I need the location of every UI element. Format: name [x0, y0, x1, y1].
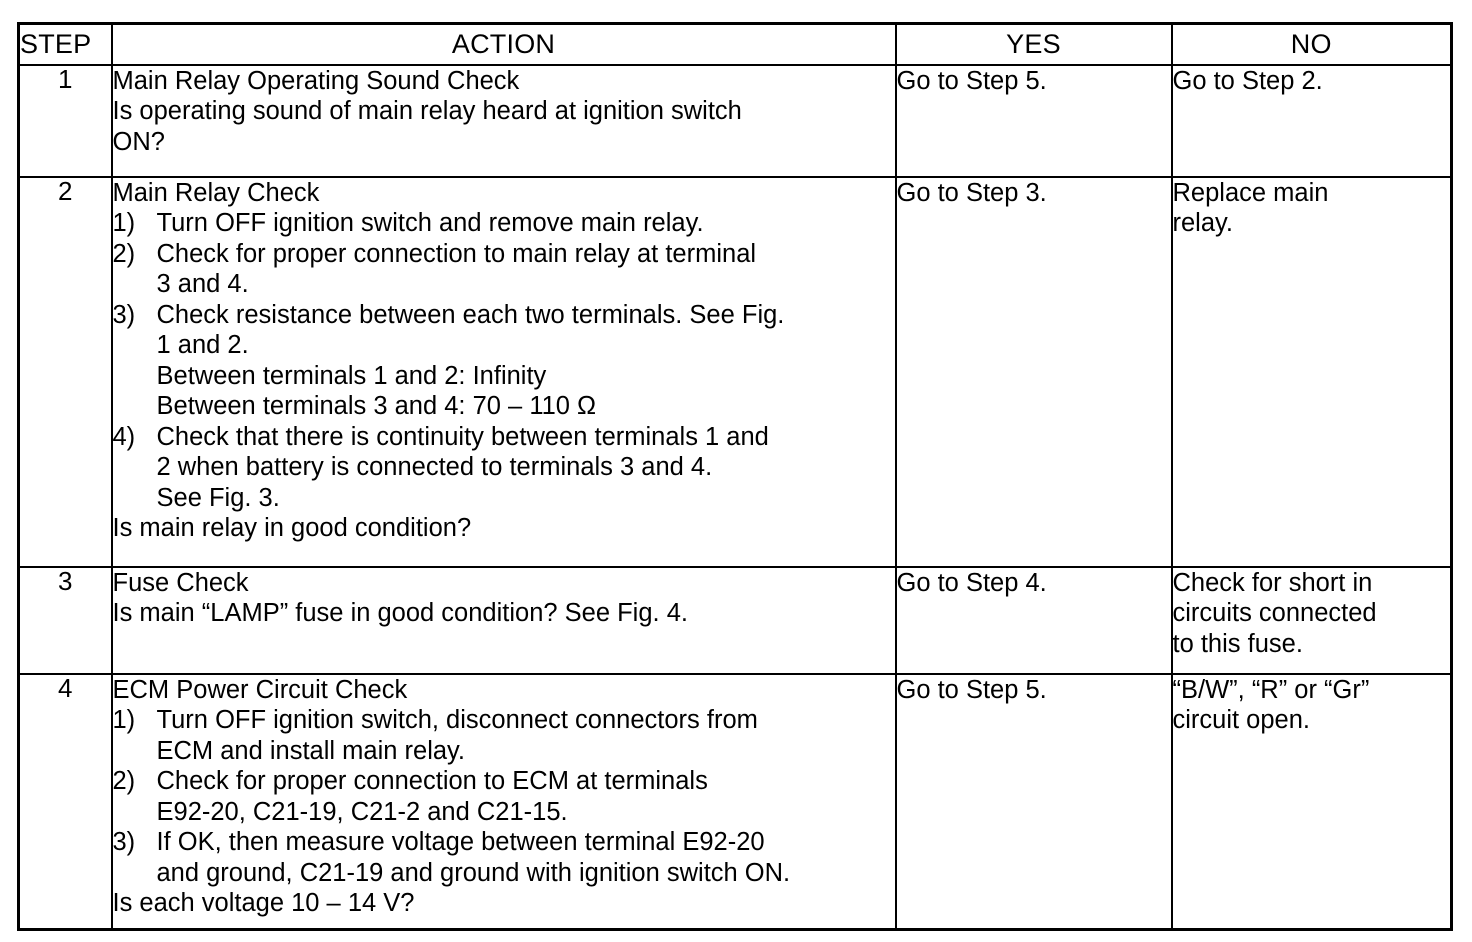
yes-cell: Go to Step 5. [894, 672, 1173, 931]
no-cell: Go to Step 2. [1170, 63, 1453, 178]
item-continuation: and ground, C21-19 and ground with ignit… [156, 858, 791, 887]
yes-text: Go to Step 5. [896, 66, 1047, 95]
action-cell: Main Relay Operating Sound Check Is oper… [110, 63, 897, 178]
item-text: Check for proper connection to ECM at te… [156, 767, 708, 795]
table-row: 3 Fuse Check Is main “LAMP” fuse in good… [17, 565, 1453, 675]
no-text: Replace main [1172, 178, 1329, 207]
action-cell: Fuse Check Is main “LAMP” fuse in good c… [110, 565, 897, 675]
item-marker: 1) [112, 706, 136, 734]
no-cell: “B/W”, “R” or “Gr” circuit open. [1170, 672, 1453, 931]
item-continuation: 3 and 4. [156, 270, 249, 298]
action-question: Is each voltage 10 – 14 V? [112, 889, 415, 917]
step-number: 4 [17, 672, 113, 931]
no-text: Go to Step 2. [1172, 66, 1323, 95]
item-marker: 2) [112, 767, 136, 795]
item-marker: 3) [112, 828, 136, 856]
item-marker: 4) [112, 422, 136, 451]
no-cell: Check for short in circuits connected to… [1170, 565, 1453, 675]
yes-cell: Go to Step 3. [894, 175, 1173, 568]
action-question: Is main “LAMP” fuse in good condition? S… [112, 599, 688, 627]
column-header-step: STEP [17, 22, 113, 66]
diagnostic-flow-table: STEP ACTION YES NO 1 Main Relay Operatin… [17, 22, 1453, 931]
item-continuation: 1 and 2. [156, 331, 249, 359]
action-step-item: 3) Check resistance between each two ter… [113, 300, 895, 331]
item-continuation: ECM and install main relay. [156, 736, 465, 765]
no-text: “B/W”, “R” or “Gr” [1172, 675, 1370, 704]
no-text: to this fuse. [1172, 629, 1303, 658]
action-step-item: 3) If OK, then measure voltage between t… [113, 827, 895, 858]
item-marker: 1) [112, 209, 136, 237]
action-title: Fuse Check [112, 568, 249, 597]
yes-text: Go to Step 5. [896, 675, 1047, 704]
column-header-yes: YES [894, 22, 1173, 66]
action-title: ECM Power Circuit Check [112, 675, 408, 704]
action-line: Is operating sound of main relay heard a… [112, 97, 742, 125]
action-step-item: 1) Turn OFF ignition switch, disconnect … [113, 705, 895, 736]
action-cell: Main Relay Check 1) Turn OFF ignition sw… [110, 175, 897, 568]
table-header: STEP ACTION YES NO [17, 22, 1453, 66]
yes-text: Go to Step 4. [896, 568, 1047, 597]
step-number: 2 [17, 175, 113, 568]
table-row: 4 ECM Power Circuit Check 1) Turn OFF ig… [17, 672, 1453, 931]
item-continuation: 2 when battery is connected to terminals… [156, 453, 713, 481]
item-text: Turn OFF ignition switch and remove main… [156, 209, 704, 237]
no-cell: Replace main relay. [1170, 175, 1453, 568]
yes-cell: Go to Step 4. [894, 565, 1173, 675]
column-header-action: ACTION [110, 22, 897, 66]
no-text: relay. [1172, 209, 1233, 237]
item-text: If OK, then measure voltage between term… [156, 828, 765, 856]
spec-line: Between terminals 3 and 4: 70 – 110 Ω [156, 392, 597, 420]
header-row: STEP ACTION YES NO [17, 22, 1453, 66]
item-marker: 2) [112, 239, 136, 268]
item-marker: 3) [112, 300, 136, 329]
item-continuation: See Fig. 3. [156, 483, 280, 512]
table-row: 1 Main Relay Operating Sound Check Is op… [17, 63, 1453, 178]
yes-cell: Go to Step 5. [894, 63, 1173, 178]
item-text: Check resistance between each two termin… [156, 300, 785, 329]
action-title: Main Relay Check [112, 178, 320, 207]
column-header-no: NO [1170, 22, 1453, 66]
action-cell: ECM Power Circuit Check 1) Turn OFF igni… [110, 672, 897, 931]
action-line: ON? [112, 127, 165, 156]
action-title: Main Relay Operating Sound Check [112, 66, 520, 95]
table-body: 1 Main Relay Operating Sound Check Is op… [17, 63, 1453, 931]
action-step-item: 2) Check for proper connection to ECM at… [113, 766, 895, 797]
action-question: Is main relay in good condition? [112, 514, 472, 542]
step-number: 3 [17, 565, 113, 675]
item-text: Turn OFF ignition switch, disconnect con… [156, 706, 758, 734]
item-text: Check for proper connection to main rela… [156, 239, 757, 268]
no-text: circuits connected [1172, 599, 1377, 627]
table-row: 2 Main Relay Check 1) Turn OFF ignition … [17, 175, 1453, 568]
action-step-item: 2) Check for proper connection to main r… [113, 239, 895, 270]
action-step-item: 4) Check that there is continuity betwee… [113, 422, 895, 453]
spec-line: Between terminals 1 and 2: Infinity [156, 361, 547, 390]
yes-text: Go to Step 3. [896, 178, 1047, 207]
step-number: 1 [17, 63, 113, 178]
no-text: Check for short in [1172, 568, 1373, 597]
item-text: Check that there is continuity between t… [156, 422, 769, 451]
action-step-item: 1) Turn OFF ignition switch and remove m… [113, 208, 895, 239]
item-continuation: E92-20, C21-19, C21-2 and C21-15. [156, 797, 568, 826]
no-text: circuit open. [1172, 706, 1311, 734]
